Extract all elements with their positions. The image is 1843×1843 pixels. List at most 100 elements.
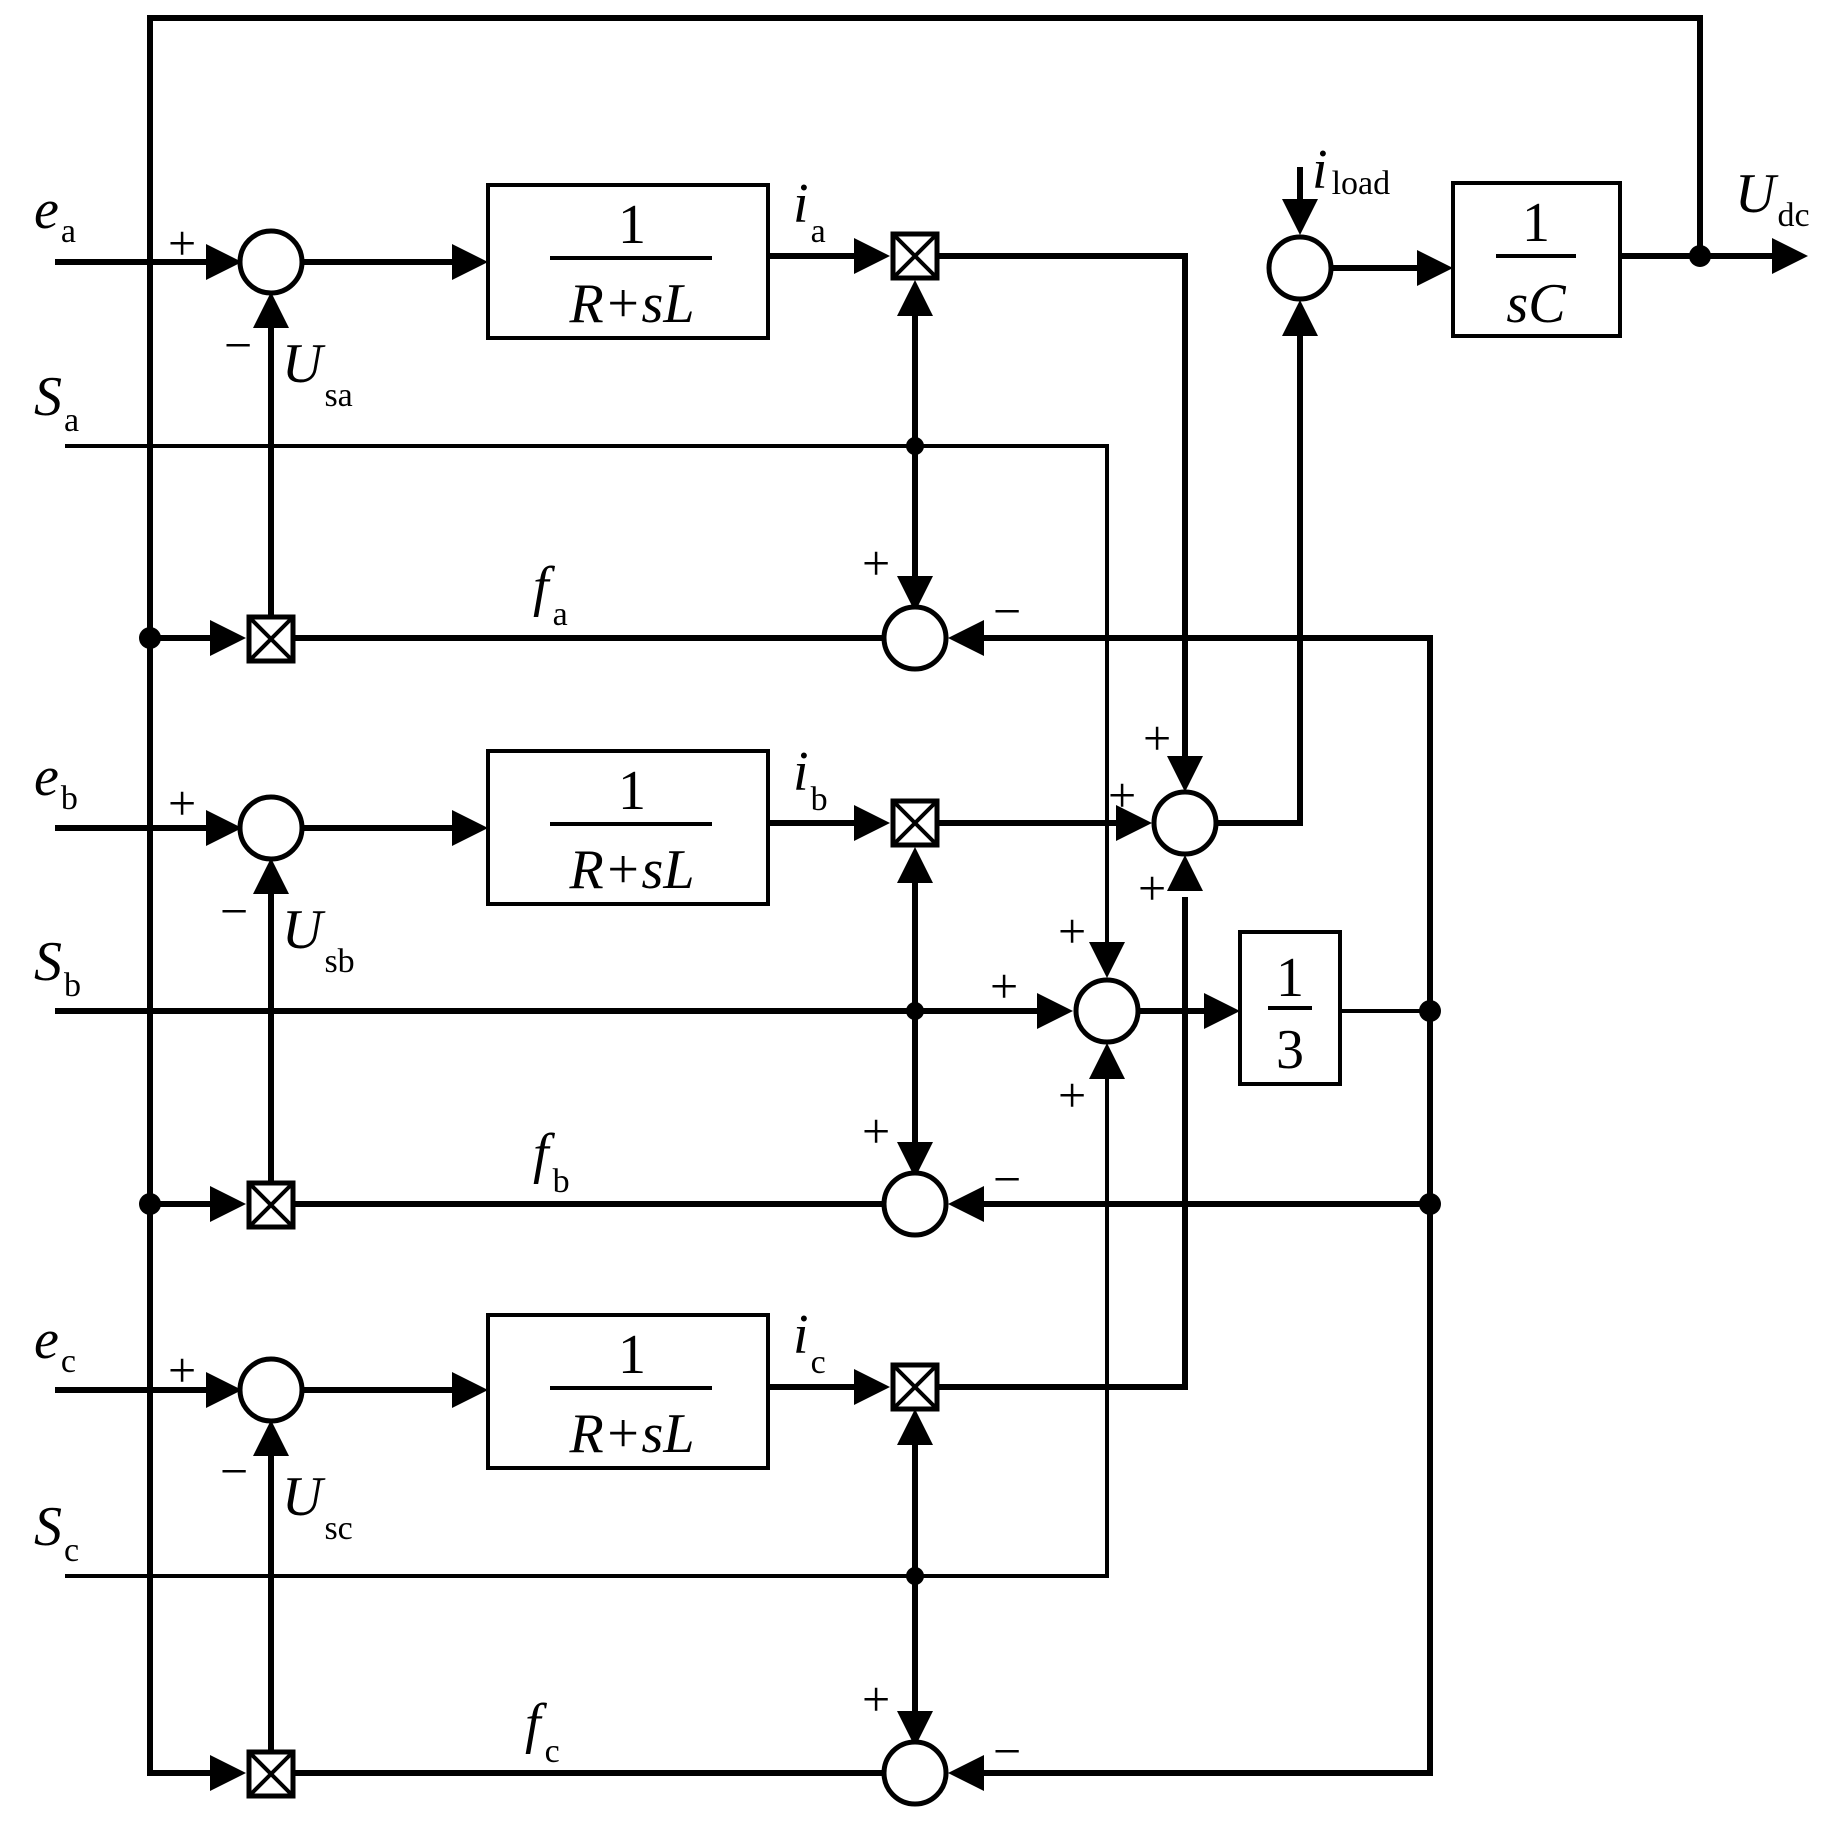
sum-currents — [1151, 789, 1219, 857]
label-usb: Usb — [282, 899, 355, 980]
label-ea: ea — [34, 179, 76, 250]
block-rl-c: 1 R+sL — [486, 1313, 770, 1470]
sign-plus: + — [1108, 767, 1136, 823]
label-ec: ec — [34, 1309, 76, 1380]
multiplier-usb — [246, 1180, 296, 1230]
junction-sa — [906, 437, 924, 455]
multiplier-usa — [246, 614, 296, 664]
sign-plus: + — [990, 958, 1018, 1014]
summing-junctions — [237, 228, 1334, 1807]
junction-sc — [906, 1567, 924, 1585]
block-rl-b-den: R+sL — [569, 839, 695, 901]
arrow-avg-a — [948, 620, 984, 656]
sum-fc — [881, 1739, 949, 1807]
arrow-ib-sum — [1116, 805, 1152, 841]
block-rl-a-num: 1 — [618, 194, 646, 256]
sign-plus: + — [1138, 860, 1166, 916]
block-rl-b: 1 R+sL — [486, 749, 770, 906]
wires — [55, 15, 1773, 1776]
arrow-sc-mul — [897, 1409, 933, 1445]
arrow-avg-b — [948, 1186, 984, 1222]
arrow-fb — [897, 1142, 933, 1178]
arrow-ea — [206, 244, 242, 280]
arrow-eb — [206, 810, 242, 846]
arrow-usb — [253, 858, 289, 894]
arrow-fa — [897, 576, 933, 612]
arrow-to-rl-b — [452, 810, 488, 846]
block-capacitor: 1 sC — [1451, 181, 1622, 338]
block-third-den: 3 — [1276, 1019, 1304, 1081]
sum-fa — [881, 604, 949, 672]
arrow-to-cap — [1417, 250, 1453, 286]
junction-udc-a — [139, 627, 161, 649]
arrow-udc-out — [1772, 238, 1808, 274]
arrow-sb-mul — [897, 847, 933, 883]
sign-plus: + — [1058, 1067, 1086, 1123]
arrow-fc — [897, 1711, 933, 1747]
block-cap-num: 1 — [1522, 192, 1550, 254]
sign-plus: + — [862, 535, 890, 591]
label-ic: ic — [793, 1304, 826, 1381]
sum-fb — [881, 1170, 949, 1238]
multiplier-ic — [890, 1362, 940, 1412]
sign-plus: + — [168, 1342, 196, 1398]
label-ia: ia — [793, 173, 826, 250]
arrow-usa — [253, 292, 289, 328]
arrow-ia-sum — [1167, 756, 1203, 792]
junction-sb — [906, 1002, 924, 1020]
block-third-num: 1 — [1276, 947, 1304, 1009]
multiplier-ia — [890, 231, 940, 281]
sign-minus: − — [993, 583, 1021, 639]
multiplier-ib — [890, 798, 940, 848]
arrow-udc-b — [210, 1186, 246, 1222]
arrow-avg-c — [948, 1755, 984, 1791]
arrow-udc-c — [210, 1755, 246, 1791]
sign-plus: + — [1058, 903, 1086, 959]
junction-udc — [1689, 245, 1711, 267]
arrow-to-rl-c — [452, 1372, 488, 1408]
label-ib: ib — [793, 741, 828, 818]
arrow-to-third — [1204, 993, 1240, 1029]
block-rl-b-num: 1 — [618, 760, 646, 822]
sum-c — [237, 1356, 305, 1424]
block-rl-a: 1 R+sL — [486, 183, 770, 340]
sign-plus: + — [862, 1103, 890, 1159]
multiplier-usc — [246, 1749, 296, 1799]
arrow-ic-sum — [1167, 855, 1203, 891]
sign-minus: − — [220, 1443, 248, 1499]
sum-switches — [1073, 977, 1141, 1045]
label-usa: Usa — [282, 333, 353, 414]
arrow-to-rl-a — [452, 244, 488, 280]
block-one-third: 1 3 — [1238, 930, 1342, 1086]
sign-plus: + — [168, 215, 196, 271]
junction-avg-b — [1419, 1193, 1441, 1215]
arrow-sa-sum — [1089, 942, 1125, 978]
sum-b — [237, 794, 305, 862]
arrow-sa-mul — [897, 280, 933, 316]
junction-udc-b — [139, 1193, 161, 1215]
block-cap-den: sC — [1506, 273, 1566, 335]
arrow-ic — [854, 1369, 890, 1405]
arrow-ia — [854, 238, 890, 274]
arrow-usc — [253, 1420, 289, 1456]
block-rl-c-den: R+sL — [569, 1403, 695, 1465]
sign-plus: + — [1143, 710, 1171, 766]
arrow-sb-sum — [1037, 993, 1073, 1029]
junction-avg — [1419, 1000, 1441, 1022]
arrow-ec — [206, 1372, 242, 1408]
block-rl-a-den: R+sL — [569, 273, 695, 335]
sign-minus: − — [993, 1723, 1021, 1779]
multipliers — [246, 231, 940, 1799]
arrow-iload — [1282, 199, 1318, 235]
label-usc: Usc — [282, 1466, 353, 1547]
arrow-udc-a — [210, 620, 246, 656]
arrow-isum-cap — [1282, 300, 1318, 336]
label-udc: Udc — [1735, 163, 1810, 234]
sign-minus: − — [224, 317, 252, 373]
arrowheads — [206, 199, 1808, 1791]
